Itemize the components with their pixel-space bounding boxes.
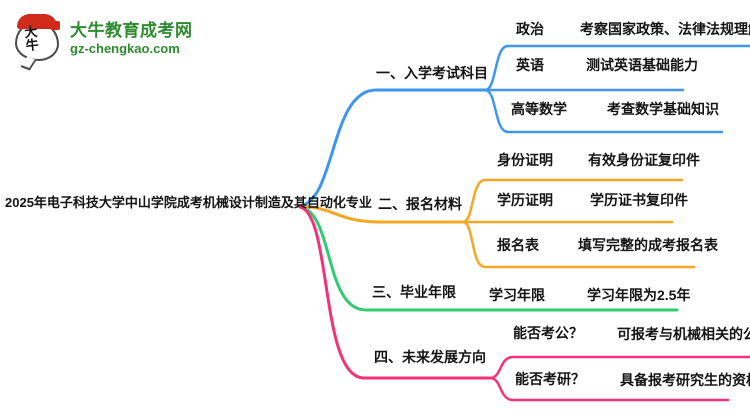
subline-civil-service	[488, 355, 750, 380]
logo-site-domain: gz-chengkao.com	[70, 40, 180, 56]
branch-node-materials[interactable]: 二、报名材料	[378, 196, 462, 212]
subtopic-label[interactable]: 能否考研？	[515, 371, 585, 387]
subline-politics	[483, 44, 750, 92]
subtopic-label[interactable]: 学历证明	[497, 192, 553, 208]
branch-node-exam-subjects[interactable]: 一、入学考试科目	[376, 65, 488, 81]
subtopic-label[interactable]: 能否考公？	[513, 325, 583, 341]
logo-text-block: 大牛教育成考网 gz-chengkao.com	[70, 21, 193, 56]
subline-form	[461, 220, 696, 269]
subtopic-label[interactable]: 政治	[516, 21, 544, 37]
branch-line-future	[298, 205, 492, 380]
subtopic-desc[interactable]: 学历证书复印件	[590, 192, 688, 208]
subline-postgraduate	[488, 376, 730, 402]
subtopic-label[interactable]: 英语	[516, 57, 544, 73]
subtopic-label[interactable]: 报名表	[497, 237, 539, 253]
subtopic-desc[interactable]: 可报考与机械相关的公务员	[617, 326, 750, 342]
subtopic-desc[interactable]: 有效身份证复印件	[588, 152, 700, 168]
logo-mark-text: 大牛	[23, 23, 41, 54]
logo-site-name: 大牛教育成考网	[70, 21, 193, 41]
branch-line-exam-subjects	[298, 88, 487, 208]
branch-node-future[interactable]: 四、未来发展方向	[374, 349, 486, 365]
subline-id-proof	[461, 178, 684, 224]
branch-line-materials	[298, 204, 465, 224]
subtopic-label[interactable]: 高等数学	[511, 101, 567, 117]
root-topic-node[interactable]: 2025年电子科技大学中山学院成考机械设计制造及其自动化专业	[5, 195, 372, 210]
red-seal-icon	[51, 21, 60, 30]
red-hat-shape	[17, 14, 57, 29]
subtopic-desc[interactable]: 学习年限为2.5年	[587, 287, 691, 303]
subtopic-desc[interactable]: 填写完整的成考报名表	[578, 237, 718, 253]
subtopic-label[interactable]: 身份证明	[497, 152, 553, 168]
subtopic-desc[interactable]: 测试英语基础能力	[586, 57, 698, 73]
subtopic-desc[interactable]: 具备报考研究生的资格	[620, 372, 750, 388]
branch-node-duration[interactable]: 三、毕业年限	[372, 284, 456, 300]
site-logo[interactable]: 大牛 大牛教育成考网 gz-chengkao.com	[14, 14, 193, 71]
logo-bubble-icon: 大牛	[14, 14, 62, 71]
subtopic-desc[interactable]: 考察国家政策、法律法规理解	[580, 21, 750, 37]
branch-line-duration	[298, 205, 679, 312]
subtopic-desc[interactable]: 考查数学基础知识	[607, 101, 719, 117]
subtopic-label[interactable]: 学习年限	[489, 287, 545, 303]
subline-math	[483, 88, 724, 134]
